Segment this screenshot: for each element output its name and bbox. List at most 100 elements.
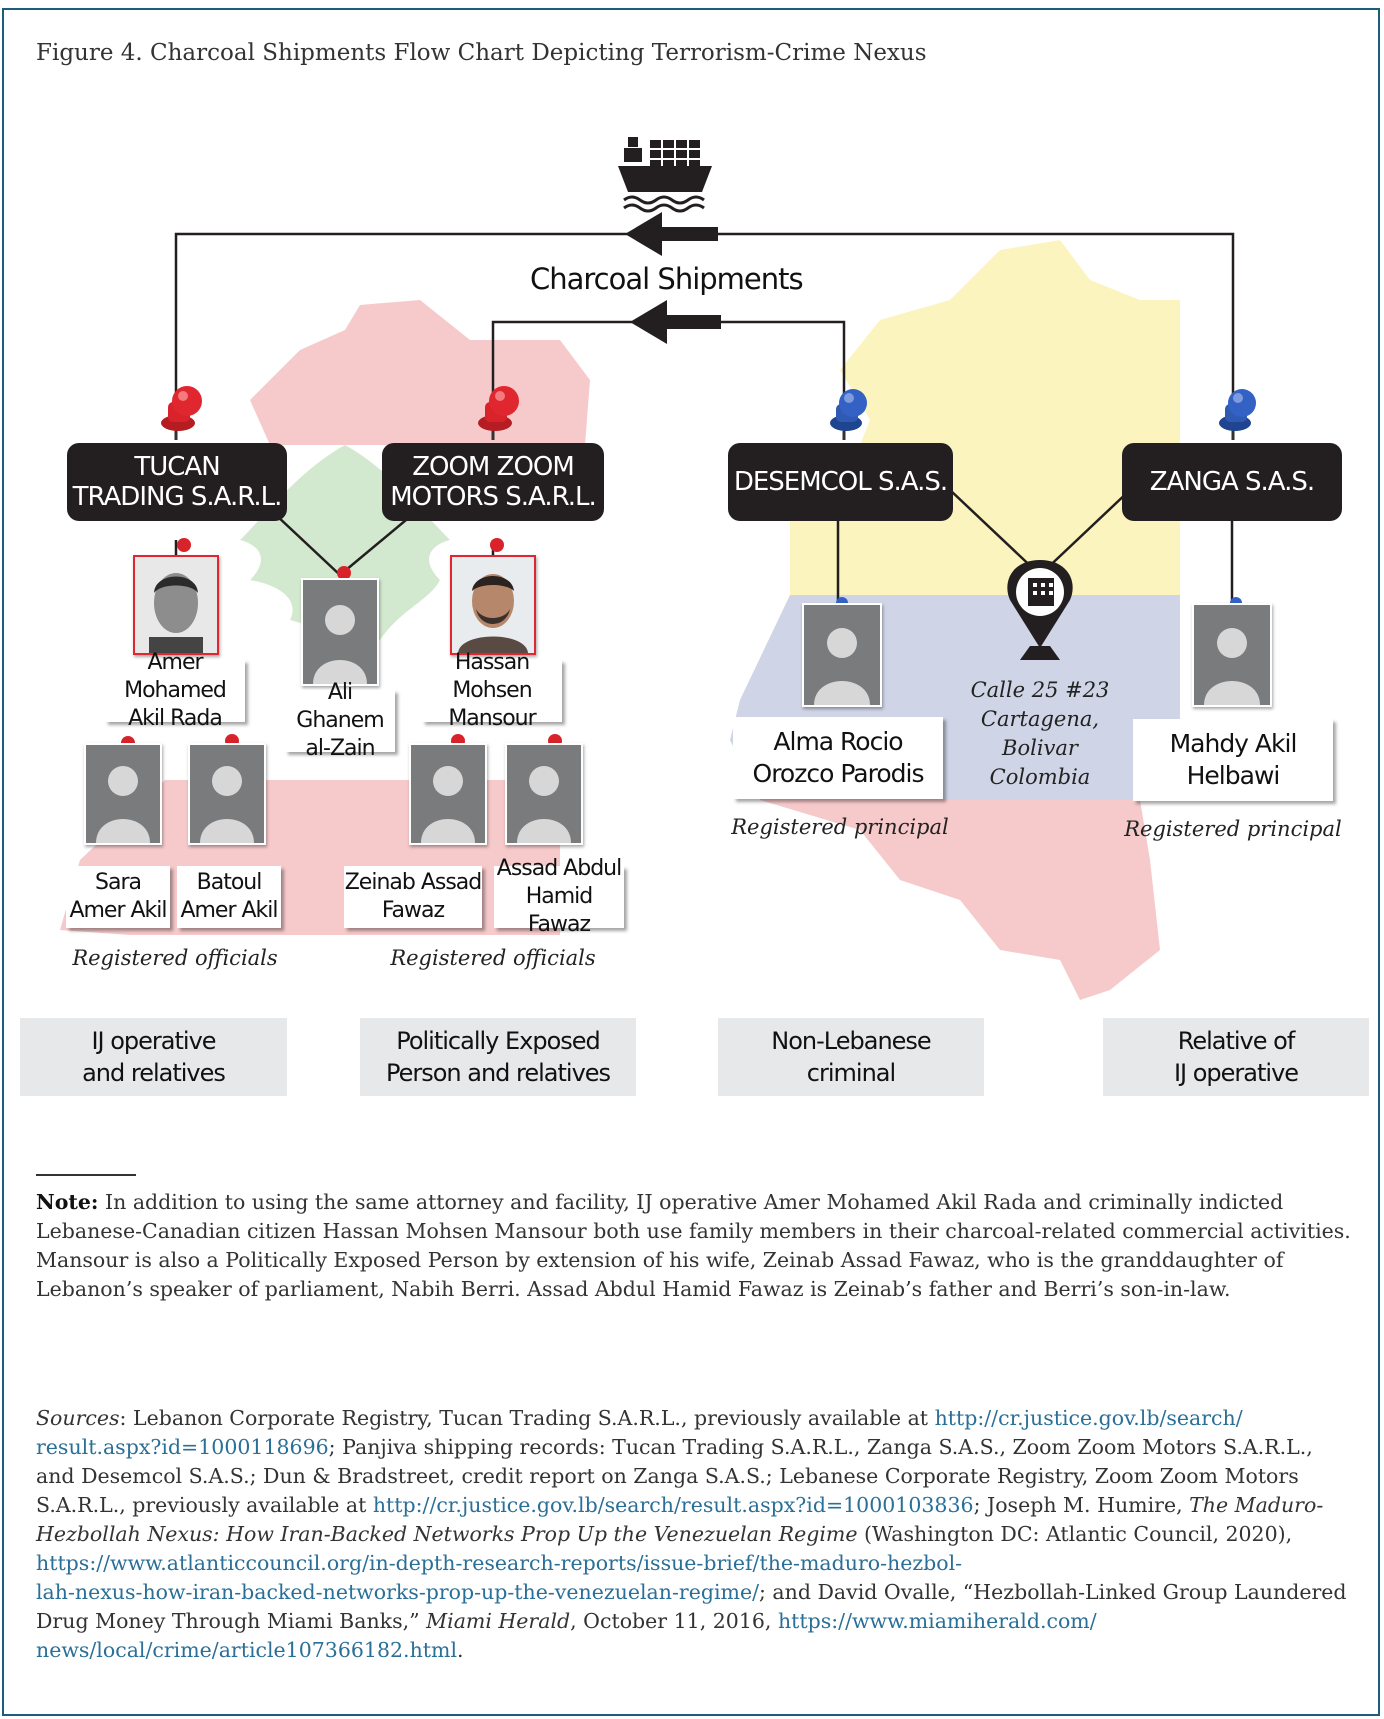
sources-label: Sources — [36, 1406, 120, 1430]
company-name-line: TRADING S.A.R.L. — [72, 482, 283, 512]
red-pushpin-icon — [478, 386, 519, 440]
figure-caption: Figure 4. Charcoal Shipments Flow Chart … — [36, 40, 927, 66]
building-pin-icon — [1007, 560, 1073, 660]
red-pushpin-icon — [161, 386, 202, 440]
address-line: Colombia — [989, 765, 1091, 789]
photo-mahdy-akil-helbawi — [1192, 603, 1272, 707]
red-pushpin-icon — [337, 566, 351, 580]
address-line: Bolivar — [1002, 736, 1078, 760]
connector-desemcol-building — [949, 489, 1041, 576]
source-link-tucan-registry-cont[interactable]: result.aspx?id=1000118696 — [36, 1435, 329, 1459]
connector-zanga-building — [1039, 489, 1131, 576]
sources-text: , October 11, 2016, — [570, 1609, 778, 1633]
name-line: Hamid Fawaz — [525, 884, 594, 937]
figure-sources: Sources: Lebanon Corporate Registry, Tuc… — [36, 1404, 1356, 1665]
photo-hassan-mohsen-mansour — [450, 555, 536, 655]
category-line: and relatives — [82, 1059, 226, 1087]
photo-assad-abdul-hamid-fawaz — [505, 743, 583, 845]
address-line: Cartagena, — [980, 707, 1100, 731]
name-line: Mahdy Akil — [1169, 729, 1298, 758]
address-line: Calle 25 #23 — [970, 678, 1110, 702]
note-text: In addition to using the same attorney a… — [36, 1190, 1351, 1301]
label-registered-officials-tucan: Registered officials — [72, 946, 278, 970]
name-line: Amer Mohamed — [124, 650, 227, 703]
photo-ali-ghanem-al-zain — [301, 578, 379, 686]
label-registered-principal-desemcol: Registered principal — [731, 815, 949, 839]
source-link-atlantic-council-cont[interactable]: lah-nexus-how-iran-backed-networks-prop-… — [36, 1580, 759, 1604]
name-line: Amer Akil — [69, 898, 167, 923]
name-line: Sara — [95, 870, 142, 895]
category-line: IJ operative — [1173, 1059, 1299, 1087]
company-desemcol: DESEMCOL S.A.S. — [728, 443, 953, 521]
charcoal-shipments-label: Charcoal Shipments — [530, 262, 804, 296]
sources-text: ; Joseph M. Humire, — [973, 1493, 1190, 1517]
photo-zeinab-assad-fawaz — [409, 743, 487, 845]
name-line: Alma Rocio — [773, 727, 903, 756]
figure-frame — [2, 8, 1380, 1716]
photo-alma-rocio-orozco-parodis — [802, 603, 882, 707]
name-line: al-Zain — [305, 736, 375, 761]
figure-note: Note: In addition to using the same atto… — [36, 1188, 1356, 1304]
person-silhouette-icon — [190, 745, 264, 843]
colombia-map — [730, 240, 1180, 1000]
left-arrow-icon — [630, 300, 721, 344]
portrait-icon — [452, 557, 534, 653]
name-line: Mansour — [448, 706, 536, 731]
source-link-zoom-registry[interactable]: http://cr.justice.gov.lb/search/result.a… — [372, 1493, 974, 1517]
company-name-line: DESEMCOL S.A.S. — [733, 467, 948, 497]
name-line: Fawaz — [381, 898, 445, 923]
category-non-lebanese-criminal: Non-Lebanese criminal — [718, 1018, 984, 1096]
sources-text: (Washington DC: Atlantic Council, 2020), — [857, 1522, 1293, 1546]
note-label: Note: — [36, 1190, 99, 1214]
category-line: Person and relatives — [385, 1059, 611, 1087]
left-arrow-icon — [625, 212, 718, 256]
name-line: Orozco Parodis — [752, 759, 925, 788]
category-line: criminal — [806, 1059, 896, 1087]
person-silhouette-icon — [507, 745, 581, 843]
red-pushpin-icon — [177, 538, 191, 552]
company-name-line: TUCAN — [134, 452, 220, 482]
colombia-map-red — [760, 800, 1160, 1000]
source-link-miami-herald[interactable]: https://www.miamiherald.com/ — [777, 1609, 1097, 1633]
label-registered-officials-zoom: Registered officials — [390, 946, 596, 970]
person-silhouette-icon — [86, 745, 160, 843]
category-line: IJ operative — [91, 1027, 216, 1055]
photo-amer-mohamed-akil-rada — [133, 555, 219, 655]
category-line: Non-Lebanese — [771, 1027, 931, 1055]
name-line: Helbawi — [1186, 761, 1281, 790]
sources-text: ; Panjiva shipping records: Tucan Tradin… — [36, 1435, 1313, 1517]
category-ij-operative-and-relatives: IJ operative and relatives — [20, 1018, 287, 1096]
source-link-tucan-registry[interactable]: http://cr.justice.gov.lb/search/ — [934, 1406, 1243, 1430]
company-zanga: ZANGA S.A.S. — [1122, 443, 1342, 521]
name-line: Amer Akil — [180, 898, 278, 923]
sources-text: ; and David Ovalle, “Hezbollah-Linked Gr… — [36, 1580, 1347, 1633]
source-link-atlantic-council[interactable]: https://www.atlanticcouncil.org/in-depth… — [36, 1551, 963, 1575]
label-registered-principal-zanga: Registered principal — [1124, 817, 1342, 841]
source-title-miami-herald: Miami Herald — [426, 1609, 571, 1633]
company-name-line: ZOOM ZOOM — [412, 452, 575, 482]
source-link-miami-herald-cont[interactable]: news/local/crime/article107366182.html — [36, 1638, 458, 1662]
photo-batoul-amer-akil — [188, 743, 266, 845]
company-name-line: MOTORS S.A.R.L. — [390, 482, 597, 512]
sources-text: . — [457, 1638, 464, 1662]
sources-text: : Lebanon Corporate Registry, Tucan Trad… — [119, 1406, 935, 1430]
category-line: Politically Exposed — [396, 1027, 601, 1055]
company-name-line: ZANGA S.A.S. — [1149, 467, 1315, 497]
person-silhouette-icon — [804, 605, 880, 705]
photo-sara-amer-akil — [84, 743, 162, 845]
name-line: Assad Abdul — [496, 856, 622, 881]
portrait-icon — [135, 557, 217, 653]
ship-icon — [618, 137, 712, 213]
blue-pushpin-icon — [830, 389, 867, 440]
